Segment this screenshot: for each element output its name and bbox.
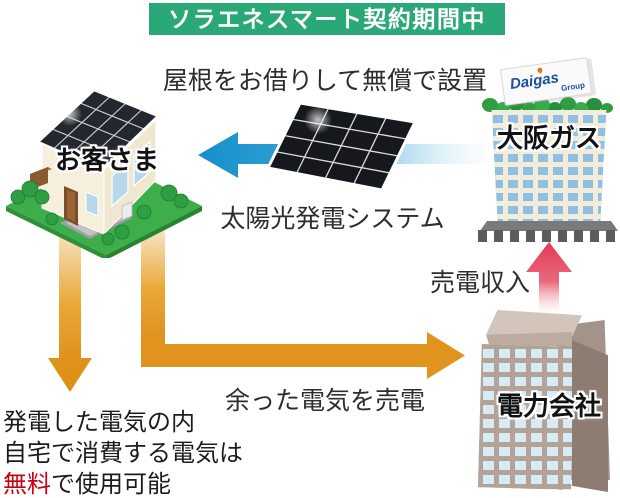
solar-panel-illustration bbox=[265, 101, 418, 192]
header-banner: ソラエネスマート契約期間中 bbox=[149, 3, 505, 35]
rooftop-garden bbox=[482, 98, 498, 112]
sale-income-caption: 売電収入 bbox=[429, 269, 530, 297]
power-company-side bbox=[572, 340, 608, 492]
power-company-label: 電力会社 bbox=[496, 391, 601, 421]
self-consumption-arrow bbox=[48, 228, 92, 392]
daigas-group-sign: Daigas Group bbox=[499, 57, 593, 106]
osaka-gas-facade bbox=[491, 110, 607, 224]
note-highlight: 無料 bbox=[3, 471, 51, 498]
osaka-gas-label: 大阪ガス bbox=[496, 123, 601, 153]
note-line-1: 発電した電気の内 bbox=[3, 409, 195, 436]
note-line-2: 自宅で消費する電気は bbox=[3, 440, 243, 467]
osaka-gas-pillars bbox=[478, 230, 620, 242]
sale-income-arrow bbox=[526, 242, 572, 314]
power-company-rooftop-edge bbox=[486, 332, 572, 346]
customer-house-illustration bbox=[6, 88, 202, 258]
banner-title: ソラエネスマート契約期間中 bbox=[168, 6, 486, 32]
daigas-sign-subtext: Group bbox=[560, 80, 586, 93]
surplus-sell-arrow bbox=[141, 228, 465, 379]
free-use-note: 発電した電気の内 自宅で消費する電気は 無料で使用可能 bbox=[3, 407, 243, 498]
note-line-3-rest: で使用可能 bbox=[51, 471, 171, 498]
surplus-sell-caption: 余った電気を売電 bbox=[224, 387, 425, 415]
power-company-facade bbox=[478, 344, 574, 490]
roof-install-caption: 屋根をお借りして無償で設置 bbox=[162, 67, 488, 95]
daigas-sign-text: Daigas bbox=[508, 69, 560, 93]
note-line-3: 無料で使用可能 bbox=[3, 469, 243, 498]
osaka-gas-building-illustration: Daigas Group bbox=[478, 57, 620, 242]
solar-system-caption: 太陽光発電システム bbox=[220, 205, 445, 233]
power-company-building-illustration bbox=[464, 302, 620, 494]
customer-label: お客さま bbox=[54, 145, 159, 175]
osaka-gas-base bbox=[480, 221, 618, 231]
